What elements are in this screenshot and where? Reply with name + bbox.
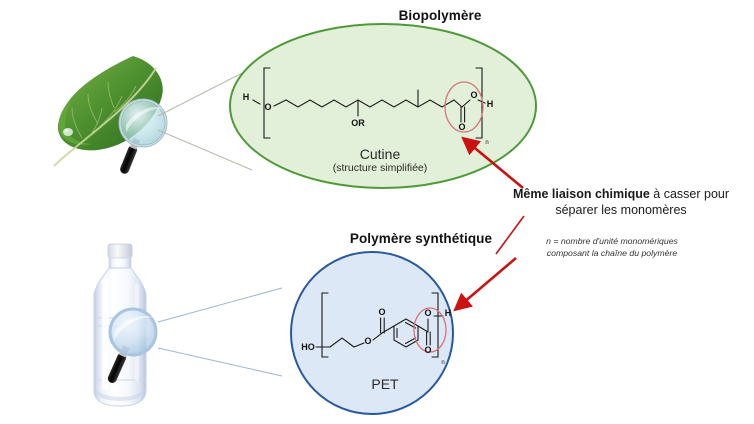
atom-label-o-left: O <box>264 102 271 112</box>
atom-label-o-single-pet: O <box>424 308 431 318</box>
atom-label-o-ester: O <box>364 336 371 346</box>
pet-repeat-subscript-n: n <box>441 360 444 366</box>
arrow-to-cutin-bond <box>461 136 524 190</box>
biopolymer-title-text: Biopolymère <box>398 8 482 23</box>
cutin-label-group: Cutine (structure simplifiée) <box>300 146 460 174</box>
biopolymer-ellipse <box>229 23 537 189</box>
annotation-bold-part: Même liaison chimique <box>512 187 650 201</box>
atom-label-or-branch: OR <box>351 118 365 128</box>
magnifier-icon-bottle <box>107 307 158 383</box>
pet-molecule-structure: HO O O O O H n <box>301 292 452 366</box>
atom-label-o-single: O <box>470 90 477 100</box>
atom-label-ho-left: HO <box>301 342 315 352</box>
synthetic-polymer-title: Polymère synthétique <box>0 231 754 246</box>
main-annotation: Même liaison chimique à casser pour sépa… <box>492 186 750 218</box>
footnote-annotation: n = nombre d'unité monomériques composan… <box>506 236 718 259</box>
footnote-line-1: n = nombre d'unité monomériques <box>546 236 678 246</box>
pet-carboxyl-highlight-circle <box>413 307 447 353</box>
atom-label-o-carbonyl: O <box>378 307 385 317</box>
pet-name: PET <box>371 376 399 392</box>
pet-label-group: PET <box>305 376 465 392</box>
connector-lines-synthetic <box>157 287 283 377</box>
synthetic-polymer-circle <box>290 251 454 415</box>
annotation-line-2: séparer les monomères <box>555 203 687 217</box>
magnifier-icon-leaf <box>118 98 168 174</box>
annotation-rest-part: à casser pour <box>649 187 730 201</box>
cutin-name: Cutine <box>359 146 401 162</box>
repeat-subscript-n: n <box>485 140 488 146</box>
atom-label-o-double: O <box>458 122 465 132</box>
atom-label-h-right: H <box>487 99 494 109</box>
atom-label-h-right-pet: H <box>445 308 452 318</box>
atom-label-h-left: H <box>243 92 250 102</box>
cutin-subtitle: (structure simplifiée) <box>332 162 428 174</box>
connector-lines-biopolymer <box>157 67 253 171</box>
arrow-to-pet-bond <box>453 257 517 312</box>
biopolymer-title: Biopolymère <box>0 8 754 23</box>
carboxyl-highlight-circle <box>444 81 484 133</box>
footnote-line-2: composant la chaîne du polymère <box>546 247 678 258</box>
synthetic-polymer-title-text: Polymère synthétique <box>349 231 493 246</box>
annotation-line-1: Même liaison chimique à casser pour <box>492 186 750 202</box>
atom-label-o-double-pet: O <box>424 345 431 355</box>
annotation-red-tick <box>495 215 525 255</box>
